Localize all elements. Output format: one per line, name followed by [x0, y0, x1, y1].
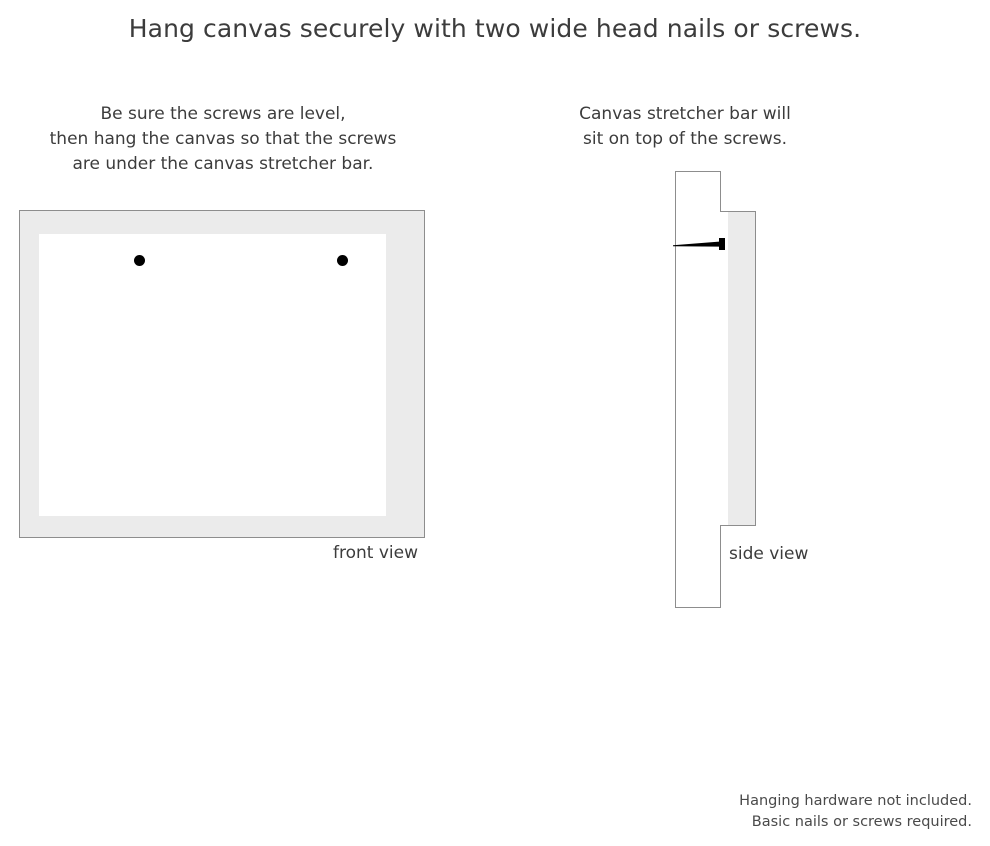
side-view-diagram — [640, 165, 880, 610]
stretcher-bar-face — [720, 212, 728, 525]
page-title: Hang canvas securely with two wide head … — [128, 14, 862, 43]
nail-icon — [673, 238, 725, 250]
footer-note: Hanging hardware not included. Basic nai… — [552, 791, 972, 833]
front-view-caption-line-1: Be sure the screws are level, — [100, 104, 346, 124]
footer-line-1: Hanging hardware not included. — [739, 793, 972, 809]
stretcher-bar-profile — [720, 211, 756, 526]
side-view-caption: Canvas stretcher bar will sit on top of … — [520, 102, 850, 152]
screw-head-icon-right — [337, 255, 348, 266]
front-view-label: front view — [333, 543, 418, 563]
side-view-caption-line-2: sit on top of the screws. — [582, 129, 788, 149]
front-view-caption: Be sure the screws are level, then hang … — [0, 102, 446, 177]
canvas-face — [39, 234, 386, 516]
front-view-caption-line-3: are under the canvas stretcher bar. — [72, 154, 374, 174]
side-view-caption-line-1: Canvas stretcher bar will — [579, 104, 791, 124]
front-view-diagram — [19, 210, 425, 538]
front-view-caption-line-2: then hang the canvas so that the screws — [49, 129, 397, 149]
footer-line-2: Basic nails or screws required. — [751, 814, 972, 830]
side-view-label: side view — [729, 544, 809, 564]
screw-head-icon-left — [134, 255, 145, 266]
